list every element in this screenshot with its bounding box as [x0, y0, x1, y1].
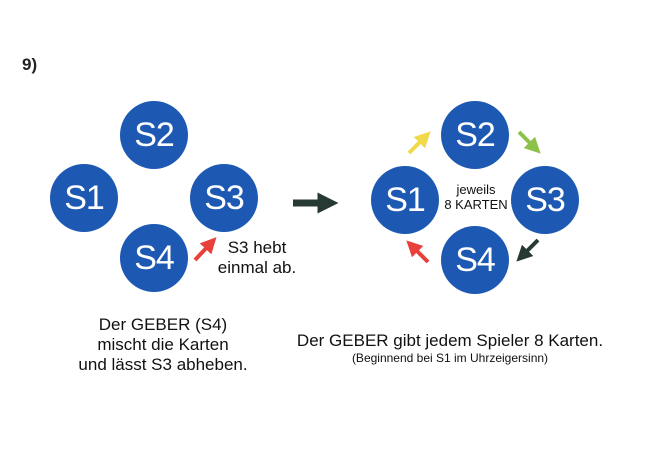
center-note-line: jeweils: [456, 182, 496, 197]
deal-arrow-s4-s1: [406, 240, 430, 264]
cut-note: S3 hebt einmal ab.: [212, 238, 302, 278]
caption-line: mischt die Karten: [97, 335, 229, 354]
caption-line: Der GEBER (S4): [98, 315, 228, 334]
player-s2-right: S2: [441, 101, 509, 169]
player-s1-right: S1: [371, 166, 439, 234]
player-s2-left: S2: [120, 101, 188, 169]
step-number: 9): [22, 55, 38, 74]
player-s3-left: S3: [190, 164, 258, 232]
center-note: jeweils 8 KARTEN: [436, 182, 516, 212]
caption-line: und lässt S3 abheben.: [78, 355, 248, 374]
player-s4-right: S4: [441, 226, 509, 294]
cut-note-line: S3 hebt: [227, 238, 287, 257]
player-s4-left: S4: [120, 224, 188, 292]
right-caption: Der GEBER gibt jedem Spieler 8 Karten.: [296, 331, 604, 350]
cut-arrow: [193, 237, 217, 262]
deal-arrow-s1-s2: [407, 131, 431, 155]
center-note-line: 8 KARTEN: [444, 197, 508, 212]
right-subcaption: (Beginnend bei S1 im Uhrzeigersinn): [351, 351, 549, 365]
player-s3-right: S3: [511, 166, 579, 234]
deal-arrow-s3-s4: [516, 238, 540, 262]
left-caption: Der GEBER (S4) mischt die Karten und läs…: [43, 315, 283, 375]
cut-note-line: einmal ab.: [217, 258, 297, 277]
deal-arrow-s2-s3: [517, 130, 541, 154]
player-s1-left: S1: [50, 164, 118, 232]
